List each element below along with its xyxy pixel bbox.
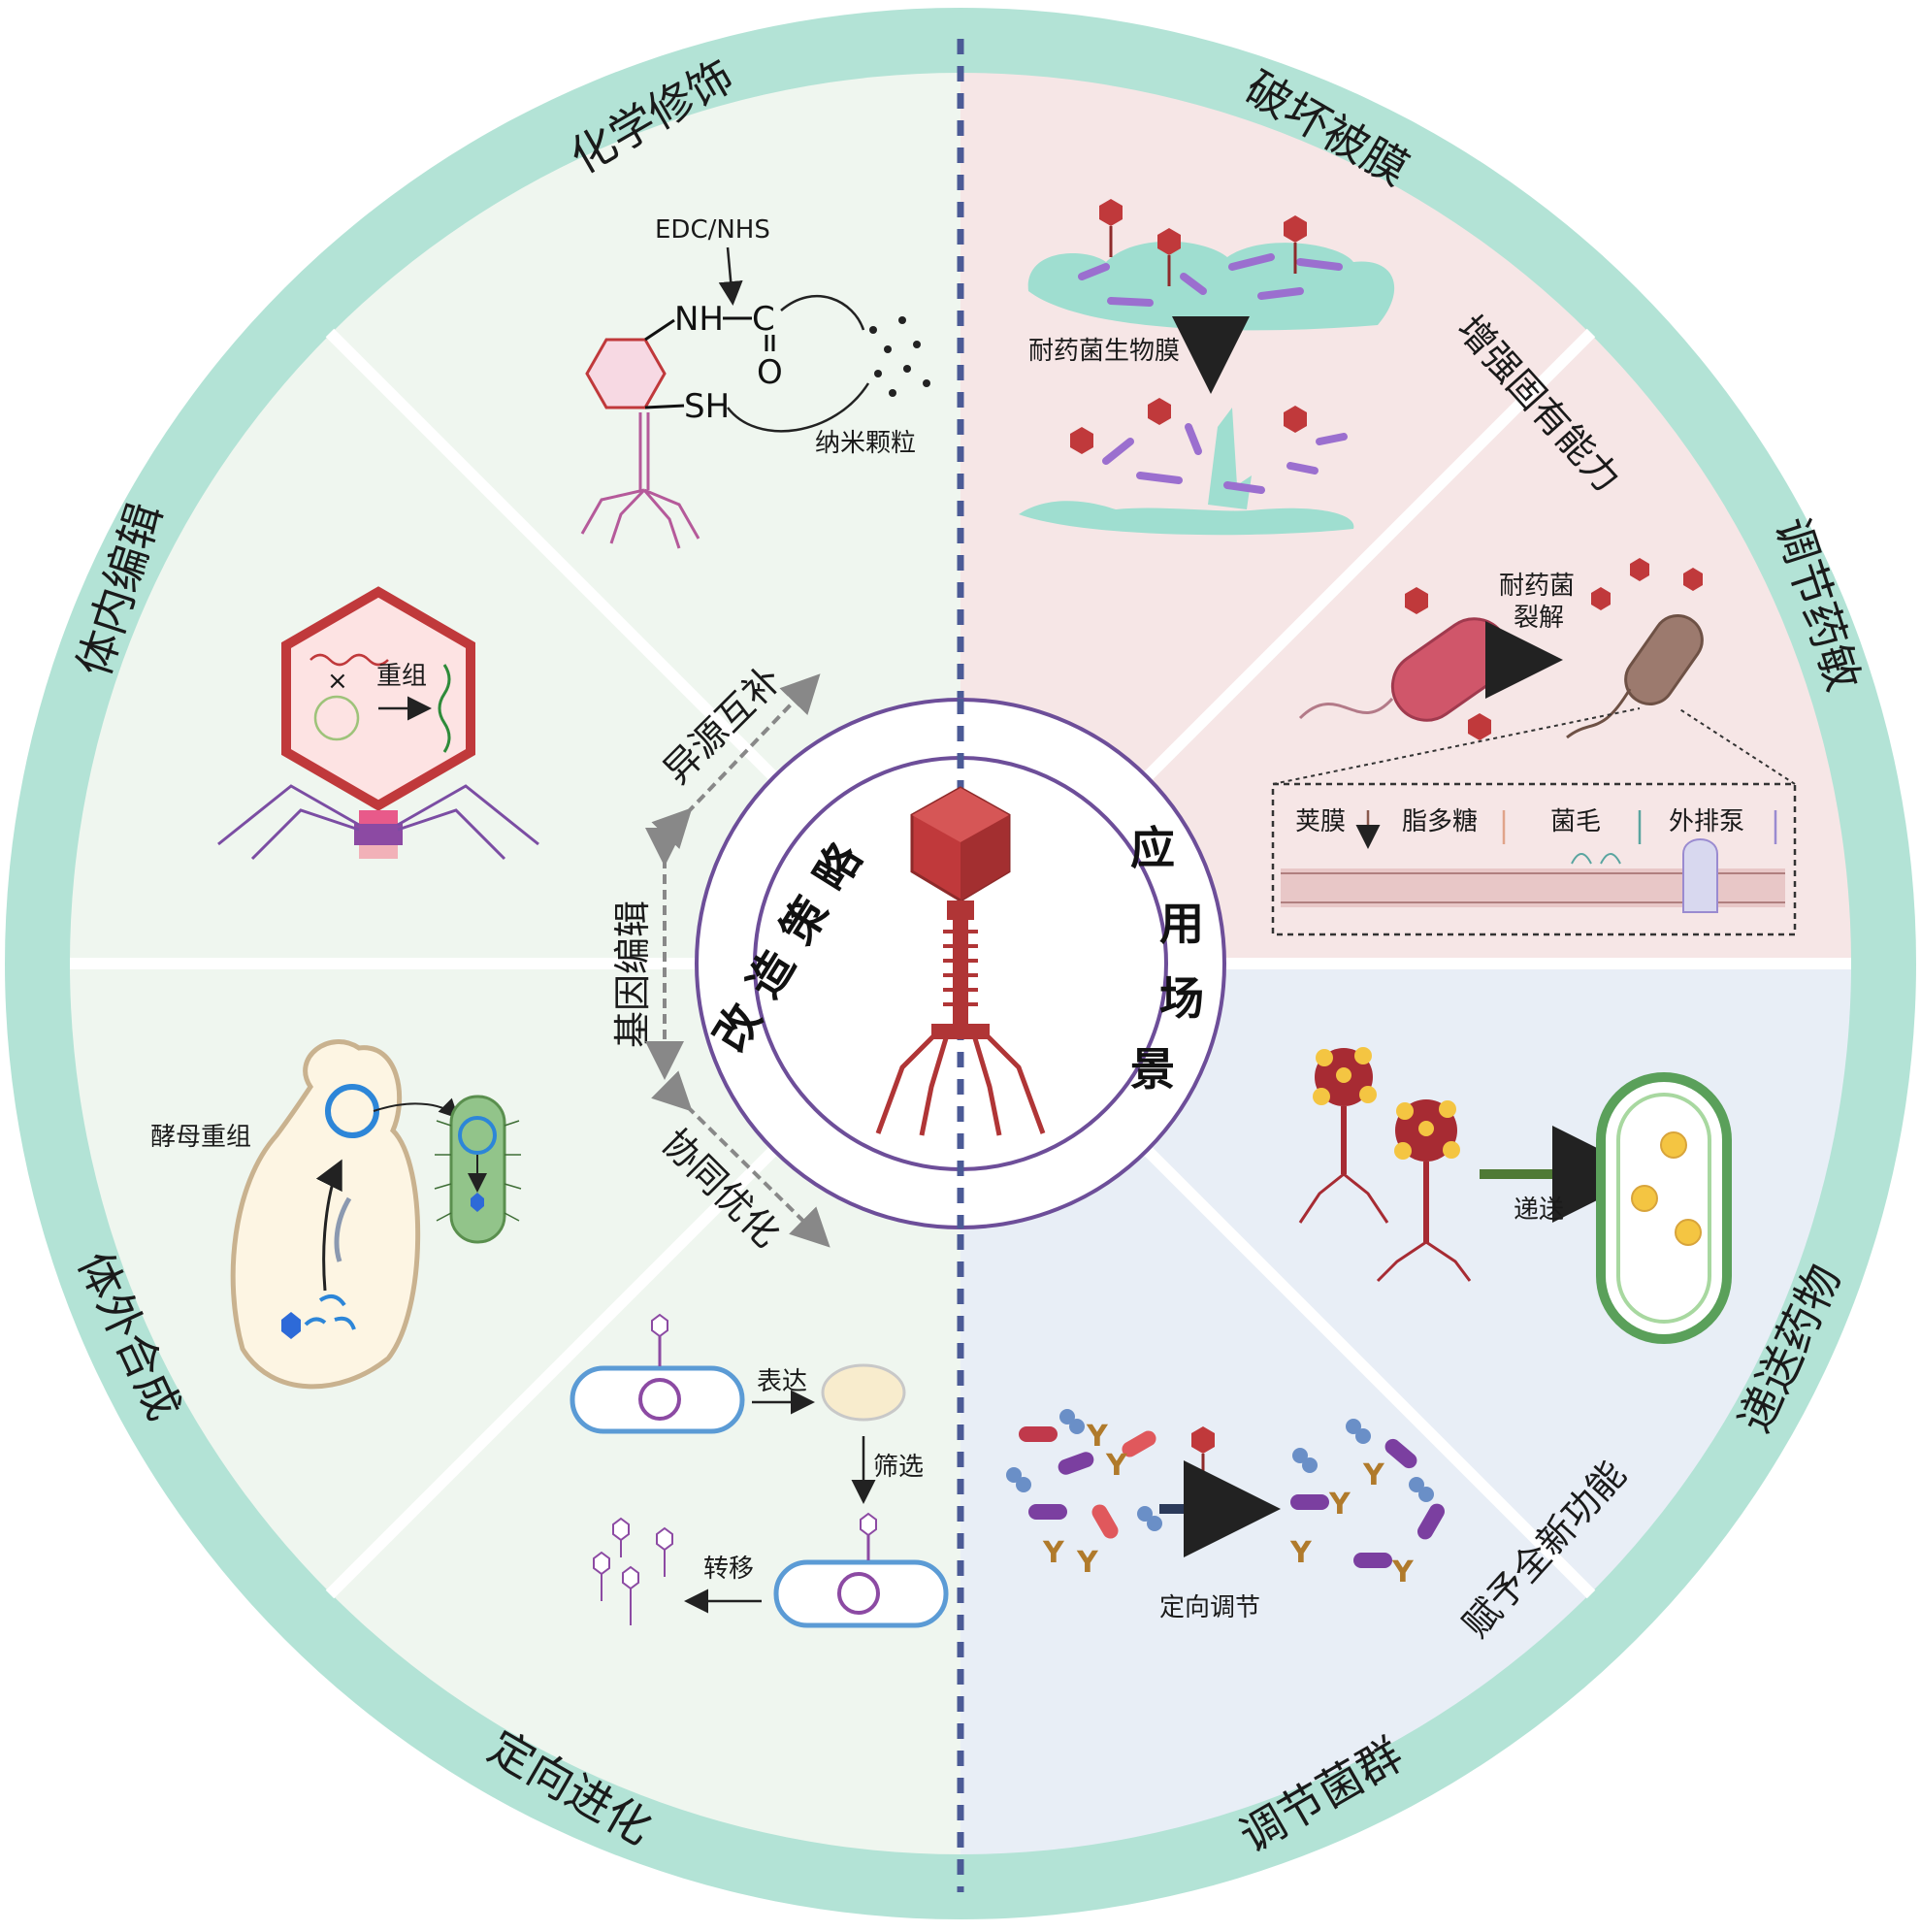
application-char-2: 用: [1159, 898, 1204, 950]
bacteria-before: Y Y Y Y: [1006, 1409, 1162, 1580]
in-vivo-panel: × 重组: [217, 586, 539, 861]
svg-text:Y: Y: [1086, 1420, 1109, 1454]
yeast-panel: 酵母重组: [150, 1039, 522, 1390]
nh-label: NH: [674, 300, 724, 339]
svg-text:Y: Y: [1391, 1555, 1415, 1589]
central-phage: [875, 786, 1046, 1136]
progeny-phages: [593, 1517, 673, 1625]
target-capsule: 荚膜: [1295, 807, 1346, 836]
svg-text:Y: Y: [1328, 1488, 1351, 1522]
nanoparticle-label: 纳米颗粒: [815, 429, 916, 458]
target-lps: 脂多糖: [1402, 807, 1478, 836]
application-char-3: 场: [1159, 972, 1204, 1025]
recombination-label: 重组: [376, 662, 427, 691]
svg-text:Y: Y: [1042, 1536, 1065, 1570]
sh-label: SH: [684, 387, 730, 426]
screen-label: 筛选: [873, 1453, 924, 1482]
bacteria-after: Y Y Y Y: [1289, 1419, 1445, 1589]
flora-panel: Y Y Y Y 定向调节 Y Y Y Y: [1006, 1409, 1445, 1622]
yeast-label: 酵母重组: [150, 1123, 251, 1152]
lysis-label-2: 裂解: [1514, 604, 1564, 633]
svg-text:Y: Y: [1289, 1536, 1313, 1570]
biofilm-panel: 耐药菌生物膜: [1019, 199, 1395, 536]
lysis-label-1: 耐药菌: [1499, 572, 1575, 601]
target-pili: 菌毛: [1550, 807, 1601, 836]
carbon-label: C: [752, 300, 775, 339]
chemistry-panel: EDC/NHS NH C O SH 纳米颗粒: [580, 215, 930, 549]
svg-text:Y: Y: [1105, 1449, 1128, 1483]
application-char-1: 应: [1130, 822, 1175, 874]
nanoparticle-dots: [869, 316, 930, 397]
strategy-arrows: [645, 673, 830, 1248]
delivery-panel: 递送: [1298, 1047, 1732, 1344]
lysis-panel: 耐药菌 裂解: [1298, 558, 1704, 740]
target-efflux-pump: 外排泵: [1669, 807, 1744, 836]
membrane-box: 荚膜 脂多糖 菌毛 外排泵: [1271, 707, 1797, 936]
biofilm-label: 耐药菌生物膜: [1028, 337, 1180, 366]
svg-text:Y: Y: [1362, 1458, 1385, 1492]
evolution-panel: 表达 筛选 转移: [570, 1313, 949, 1628]
flora-label: 定向调节: [1159, 1593, 1260, 1622]
svg-text:Y: Y: [1076, 1546, 1099, 1580]
application-char-4: 景: [1130, 1043, 1175, 1096]
reagent-label: EDC/NHS: [655, 215, 770, 245]
recombination-cross: ×: [327, 667, 348, 696]
express-label: 表达: [757, 1367, 807, 1396]
label-gene-editing: 基因编辑: [611, 901, 654, 1048]
transfer-label: 转移: [703, 1555, 754, 1584]
biofilm-phages-top: [1099, 199, 1307, 286]
delivery-label: 递送: [1514, 1195, 1564, 1225]
application-title: 应 用 场 景: [1130, 822, 1204, 1096]
pink-phage: [580, 412, 700, 549]
oxygen-label: O: [757, 353, 783, 392]
